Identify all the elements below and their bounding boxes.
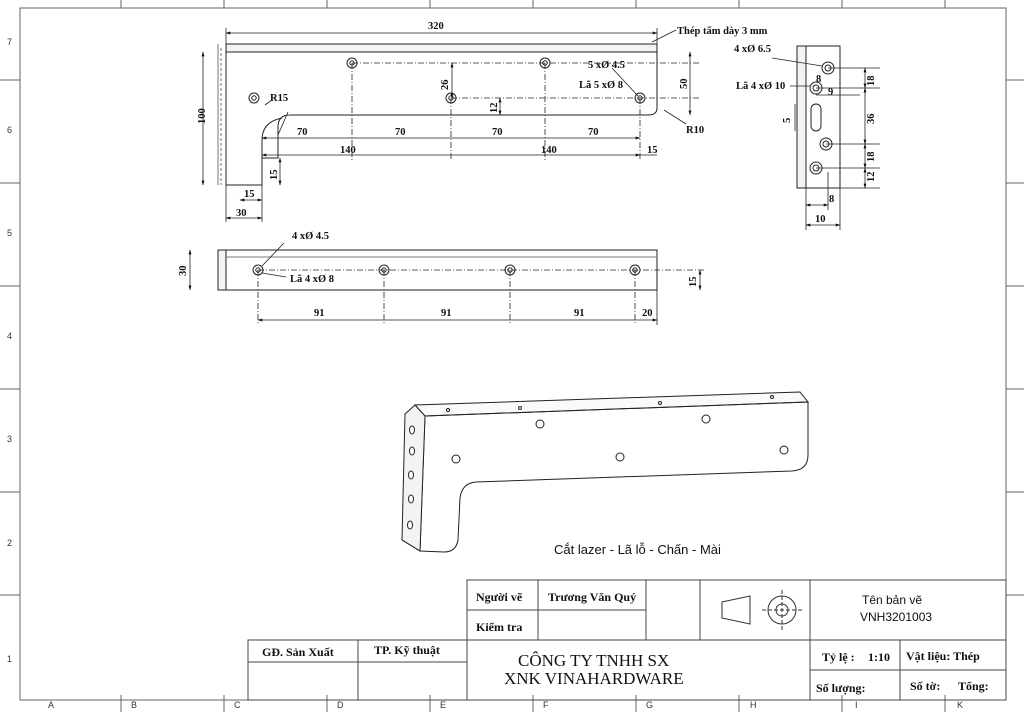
dim-15-horizontal: 15 (244, 189, 255, 200)
col-label-i: I (855, 700, 858, 710)
projection-symbol (721, 590, 802, 630)
side-dim-8-top: 8 (816, 74, 821, 85)
dim-radius-r10: R10 (686, 125, 704, 136)
top-view-dimension-text: 320 Thép tấm dày 3 mm 100 R15 R10 5 xØ 4… (197, 21, 768, 219)
col-label-a: A (48, 700, 54, 710)
side-hole-callout-4x65: 4 xØ 6.5 (734, 44, 771, 55)
side-view-dimension-lines (771, 57, 880, 230)
title-block-grid (247, 579, 1007, 701)
technical-head-label: TP. Kỹ thuật (374, 643, 440, 657)
bottom-dim-20: 20 (642, 308, 653, 319)
side-dim-18-top: 18 (866, 76, 877, 87)
frame-column-labels: A B C D E F G H I K (48, 700, 963, 710)
col-label-b: B (131, 700, 137, 710)
bottom-view-dimension-text: 30 4 xØ 4.5 Lã 4 xØ 8 15 91 91 91 20 (178, 231, 699, 319)
bottom-dim-30: 30 (178, 266, 189, 277)
dim-overall-length: 320 (428, 21, 444, 32)
side-view-part (796, 45, 841, 189)
row-label-2: 2 (7, 538, 12, 548)
bottom-hole-callout-4x45: 4 xØ 4.5 (292, 231, 329, 242)
side-dim-9: 9 (828, 87, 833, 98)
dim-spacing-70-4: 70 (588, 127, 599, 138)
dim-spacing-70-3: 70 (492, 127, 503, 138)
side-dim-12: 12 (866, 172, 877, 183)
dim-spacing-70-2: 70 (395, 127, 406, 138)
drawing-name-label: Tên bản vẽ (862, 593, 922, 607)
sheet-number-label: Số tờ: (910, 679, 940, 693)
total-sheets-label: Tổng: (958, 679, 989, 693)
side-dim-5: 5 (782, 118, 793, 123)
isometric-view-holes (407, 395, 789, 530)
frame-row-labels: 7 6 5 4 3 2 1 (7, 37, 12, 664)
side-view-dimension-text: 4 xØ 6.5 Lã 4 xØ 10 8 9 5 18 36 18 12 8 … (734, 44, 877, 225)
col-label-e: E (440, 700, 446, 710)
col-label-h: H (750, 700, 757, 710)
dim-50: 50 (679, 79, 690, 90)
row-label-6: 6 (7, 125, 12, 135)
company-name-line1: CÔNG TY TNHH SX (518, 651, 669, 670)
dim-12: 12 (489, 103, 500, 114)
dim-spacing-70-1: 70 (297, 127, 308, 138)
side-dim-36: 36 (866, 114, 877, 125)
side-dim-10: 10 (815, 214, 826, 225)
bottom-view-dimension-lines (188, 242, 705, 325)
drawing-code: VNH3201003 (860, 610, 932, 624)
scale-value: 1:10 (868, 650, 890, 664)
title-block-text: Người vẽ Trương Văn Quý Kiểm tra GĐ. Sản… (262, 590, 989, 695)
bottom-dim-15: 15 (688, 277, 699, 288)
side-hole-callout-chamfer-4x10: Lã 4 xØ 10 (736, 81, 785, 92)
bottom-dim-91-2: 91 (441, 308, 452, 319)
col-label-c: C (234, 700, 241, 710)
checked-label: Kiểm tra (476, 620, 522, 634)
dim-26: 26 (440, 80, 451, 91)
process-note: Cắt lazer - Lã lỗ - Chấn - Mài (554, 542, 721, 557)
bottom-dim-91-1: 91 (314, 308, 325, 319)
row-label-7: 7 (7, 37, 12, 47)
dim-spacing-140-a: 140 (340, 145, 356, 156)
production-director-label: GĐ. Sản Xuất (262, 645, 334, 659)
hole-callout-5x45: 5 xØ 4.5 (588, 60, 625, 71)
company-name-line2: XNK VINAHARDWARE (504, 669, 684, 688)
drawn-by-label: Người vẽ (476, 590, 523, 604)
side-dim-8-bottom: 8 (829, 194, 834, 205)
row-label-5: 5 (7, 228, 12, 238)
bottom-dim-91-3: 91 (574, 308, 585, 319)
dim-height-100: 100 (197, 108, 208, 124)
row-label-1: 1 (7, 654, 12, 664)
quantity-label: Số lượng: (816, 681, 866, 695)
dim-15-vertical: 15 (269, 170, 280, 181)
drawn-by-name: Trương Văn Quý (548, 590, 636, 604)
col-label-k: K (957, 700, 963, 710)
isometric-view-part (401, 391, 810, 553)
material-thickness-note: Thép tấm dày 3 mm (677, 26, 768, 37)
dim-15-right: 15 (647, 145, 658, 156)
side-dim-18-bottom: 18 (866, 152, 877, 163)
hole-callout-chamfer-5x8: Lã 5 xØ 8 (579, 80, 623, 91)
col-label-g: G (646, 700, 653, 710)
col-label-f: F (543, 700, 549, 710)
material-label: Vật liệu: Thép (906, 649, 980, 663)
row-label-4: 4 (7, 331, 12, 341)
col-label-d: D (337, 700, 344, 710)
dim-spacing-140-b: 140 (541, 145, 557, 156)
dim-30: 30 (236, 208, 247, 219)
row-label-3: 3 (7, 434, 12, 444)
bottom-hole-callout-chamfer-4x8: Lã 4 xØ 8 (290, 274, 334, 285)
scale-label: Tỷ lệ : (822, 650, 855, 664)
top-view-dimension-lines (201, 28, 700, 222)
dim-radius-r15: R15 (270, 93, 288, 104)
